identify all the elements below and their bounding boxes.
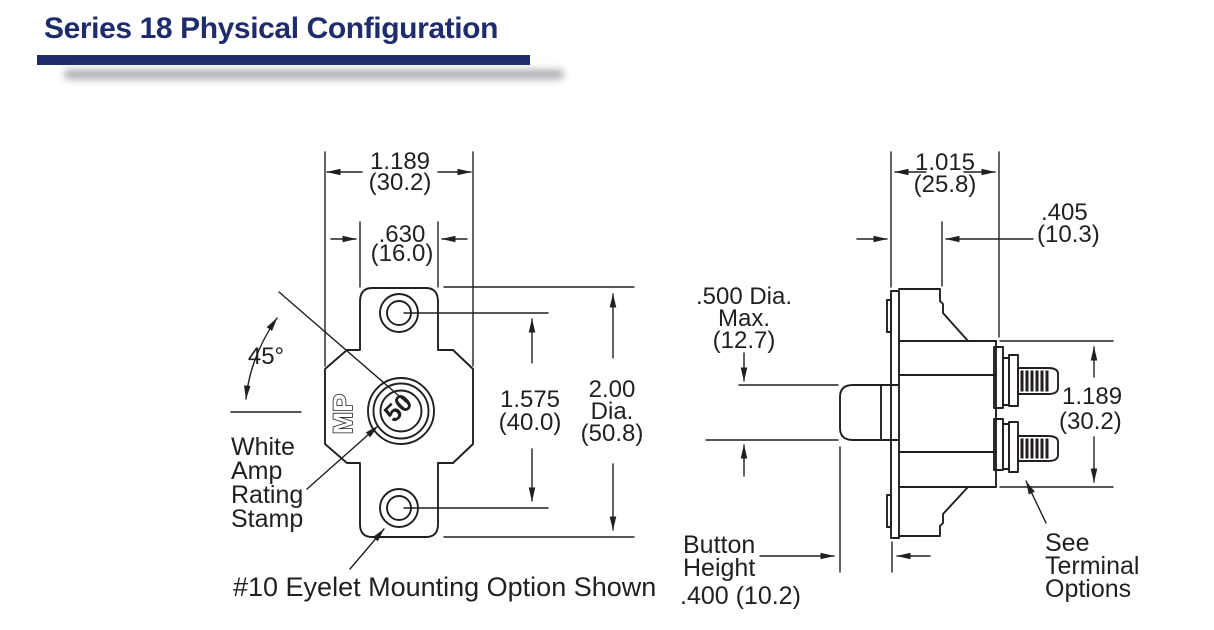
terminal-stud-upper (1017, 367, 1059, 395)
dim-terminal-span-mm: (30.2) (1059, 408, 1122, 435)
page-title: Series 18 Physical Configuration (44, 12, 499, 45)
reset-button-face (379, 389, 423, 433)
dim-mounting-angle: 45° (248, 343, 284, 370)
housing-bottom-boss (898, 486, 969, 537)
terminal-note-line1: See (1045, 529, 1089, 557)
dim-body-dia-mm: (50.8) (581, 420, 644, 447)
dim-overall-width-in: 1.189 (370, 148, 430, 175)
rating-stamp-label-line4: Stamp (231, 505, 303, 533)
rating-stamp-label-line3: Rating (231, 481, 303, 509)
rating-stamp-label-line2: Amp (231, 457, 282, 485)
angle-arc-arrow (243, 317, 278, 400)
stud-thread-hatching-upper (1020, 370, 1049, 392)
dim-body-dia-in: 2.00 (589, 376, 636, 403)
stud-base-lower (1008, 421, 1019, 473)
dim-eyelet-width-in: .630 (379, 221, 426, 248)
terminal-note-line2: Terminal (1045, 552, 1139, 580)
mounting-flange (890, 290, 900, 539)
dim-hole-spacing-in: 1.575 (500, 386, 560, 413)
terminal-stud-lower (1017, 435, 1059, 462)
reset-button-profile (839, 384, 900, 441)
dim-boss-depth-in: .405 (1041, 199, 1088, 226)
stud-thread-hatching-lower (1020, 438, 1049, 459)
front-view-dimension-lines (230, 151, 635, 570)
rating-stamp-leader (306, 425, 379, 490)
dim-button-dia-line2: Max. (718, 305, 770, 332)
eyelet-note-leader (349, 528, 385, 570)
stud-base-upper (1008, 354, 1019, 407)
dim-depth-mm: (25.8) (914, 171, 977, 198)
top-eyelet-outer-ring (379, 293, 419, 333)
flange-front-strip-top (886, 299, 892, 333)
dim-body-dia-label: Dia. (591, 398, 634, 425)
dim-boss-depth-mm: (10.3) (1037, 221, 1100, 248)
angle-datum-line (278, 291, 407, 403)
rating-stamp-label-line1: White (231, 433, 295, 461)
bottom-eyelet-hole (386, 495, 412, 521)
dim-overall-width-mm: (30.2) (369, 169, 432, 196)
dim-button-dia-line1: .500 Dia. (696, 283, 792, 310)
dim-eyelet-width-mm: (16.0) (371, 240, 434, 267)
front-view-drawing: MP 50 1.189 (30.2) .630 (16.0) 45° 1.575… (230, 148, 656, 602)
housing-top-boss (898, 288, 969, 342)
bottom-eyelet-outer-ring (379, 488, 419, 528)
button-height-label-line1: Button (683, 531, 755, 559)
brand-stamp-text: MP (328, 394, 358, 435)
side-view-drawing: 1.015 (25.8) .405 (10.3) .500 Dia. Max. … (680, 149, 1139, 610)
reset-button-mid-ring (372, 382, 430, 440)
top-eyelet-hole (386, 300, 412, 326)
flange-front-strip-bottom (886, 494, 892, 528)
title-underline-bar (37, 55, 530, 65)
terminal-note-leader (1025, 480, 1047, 524)
breaker-body-outline (324, 287, 474, 538)
mounting-note-label: #10 Eyelet Mounting Option Shown (233, 572, 656, 602)
dim-terminal-span-in: 1.189 (1062, 383, 1122, 410)
button-height-label-line2: Height (683, 554, 755, 582)
side-view-dimension-lines (705, 151, 1114, 573)
dim-depth-in: 1.015 (915, 149, 975, 176)
reset-button-outer-ring (367, 377, 435, 445)
terminal-note-line3: Options (1045, 575, 1131, 603)
dim-hole-spacing-mm: (40.0) (499, 409, 562, 436)
title-underline-shadow (64, 70, 564, 79)
dim-button-dia-line3: (12.7) (713, 327, 776, 354)
button-height-value: .400 (10.2) (680, 582, 801, 610)
